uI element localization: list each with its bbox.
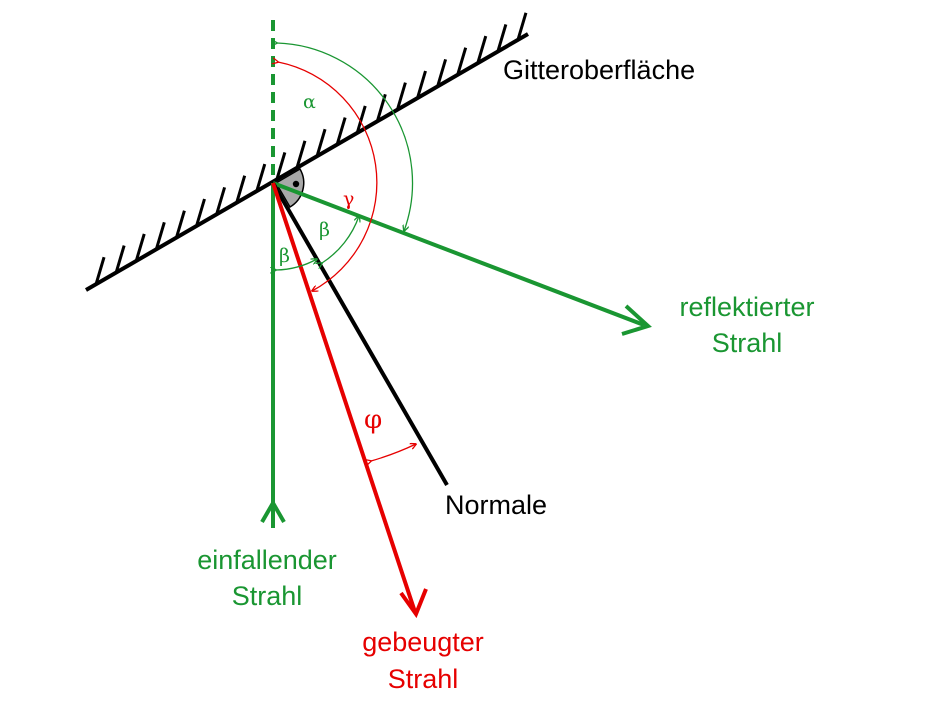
grating-hatch-mark <box>174 210 186 239</box>
reflected-label-line1: reflektierter <box>679 292 814 322</box>
alpha-symbol: α <box>303 91 316 113</box>
incident-label-line1: einfallender <box>197 545 337 575</box>
diffracted-label-line2: Strahl <box>388 664 459 694</box>
beta-arc-incident <box>276 259 317 270</box>
grating-hatch-mark <box>114 245 126 273</box>
grating-hatch-mark <box>456 47 468 76</box>
normal-label: Normale <box>445 490 547 520</box>
beta-symbol-incident: β <box>279 245 290 267</box>
grating-hatch-mark <box>516 12 528 41</box>
incident-label-line2: Strahl <box>232 581 303 611</box>
grating-hatch-mark <box>496 24 508 52</box>
grating-hatch-mark <box>195 198 206 227</box>
grating-hatch-mark <box>134 233 146 262</box>
alpha-arc <box>277 43 414 231</box>
diffracted-label-line1: gebeugter <box>362 627 484 657</box>
grating-hatch-mark <box>436 58 448 87</box>
right-angle-dot <box>292 180 300 188</box>
grating-hatch-mark <box>476 35 488 64</box>
reflected-label-line2: Strahl <box>712 328 783 358</box>
phi-symbol: φ <box>364 405 382 435</box>
grating-hatch-mark <box>94 256 106 285</box>
surface-label: Gitteroberfläche <box>503 55 695 85</box>
grating-hatch-mark <box>154 221 166 250</box>
grating-hatch-mark <box>416 70 427 99</box>
grating-surface-line <box>84 32 530 292</box>
reflected-ray <box>272 181 645 327</box>
phi-arc <box>371 444 416 461</box>
gamma-symbol: γ <box>343 188 354 210</box>
grating-hatches <box>94 12 528 285</box>
grating-hatch-mark <box>215 186 227 215</box>
grating-hatch-mark <box>235 175 247 204</box>
grating-hatch-mark <box>255 163 267 192</box>
beta-symbol-reflected: β <box>319 219 330 241</box>
incident-ray-arrowhead <box>260 499 286 524</box>
diffracted-ray-arrowhead <box>399 588 428 619</box>
beta-arc-reflected <box>322 216 359 263</box>
reflected-ray-arrowhead <box>621 304 652 336</box>
